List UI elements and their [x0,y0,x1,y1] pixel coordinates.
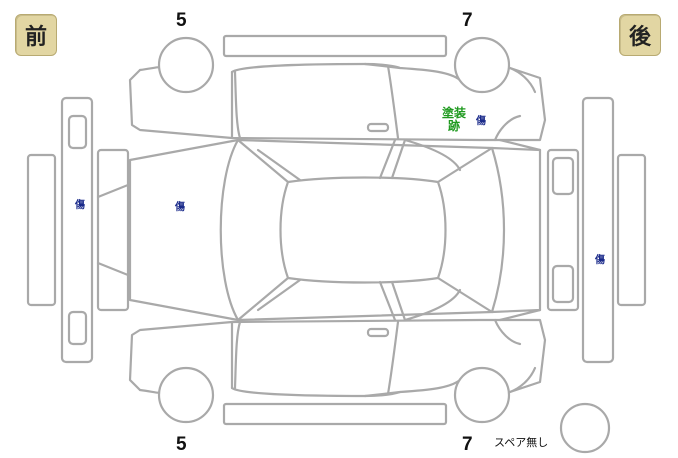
paint-trace-line-2: 跡 [447,119,460,133]
front-grille [96,148,130,312]
rear-door-scratch-mark: 傷 [476,116,486,127]
tire-top-front-value: 5 [176,10,187,31]
wheel-bottom-front [157,366,215,424]
rear-bumper-outer [616,153,647,307]
front-bumper-outer [26,153,57,307]
spare-tire [559,402,611,454]
bottom-side-sill [222,402,448,426]
wheel-top-rear [453,36,511,94]
rear-bumper [581,96,615,364]
wheel-bottom-rear [453,366,511,424]
tire-top-rear-value: 7 [462,10,473,31]
paint-trace-line-1: 塗装 [441,106,466,120]
wheel-top-front [157,36,215,94]
spare-tire-label: スペア無し [494,436,549,449]
top-side-sill [222,34,448,58]
front-bumper-scratch-mark: 傷 [75,200,85,211]
hood-scratch-mark: 傷 [175,202,185,213]
car-body-top-view [128,138,542,322]
tire-bottom-rear-value: 7 [462,434,473,455]
front-label: 前 [15,14,57,56]
tire-bottom-front-value: 5 [176,434,187,455]
car-bottom-profile [128,318,547,398]
paint-trace-mark: 塗装 跡 [440,107,468,133]
rear-bumper-scratch-mark: 傷 [595,255,605,266]
rear-label: 後 [619,14,661,56]
front-bumper [60,96,94,364]
